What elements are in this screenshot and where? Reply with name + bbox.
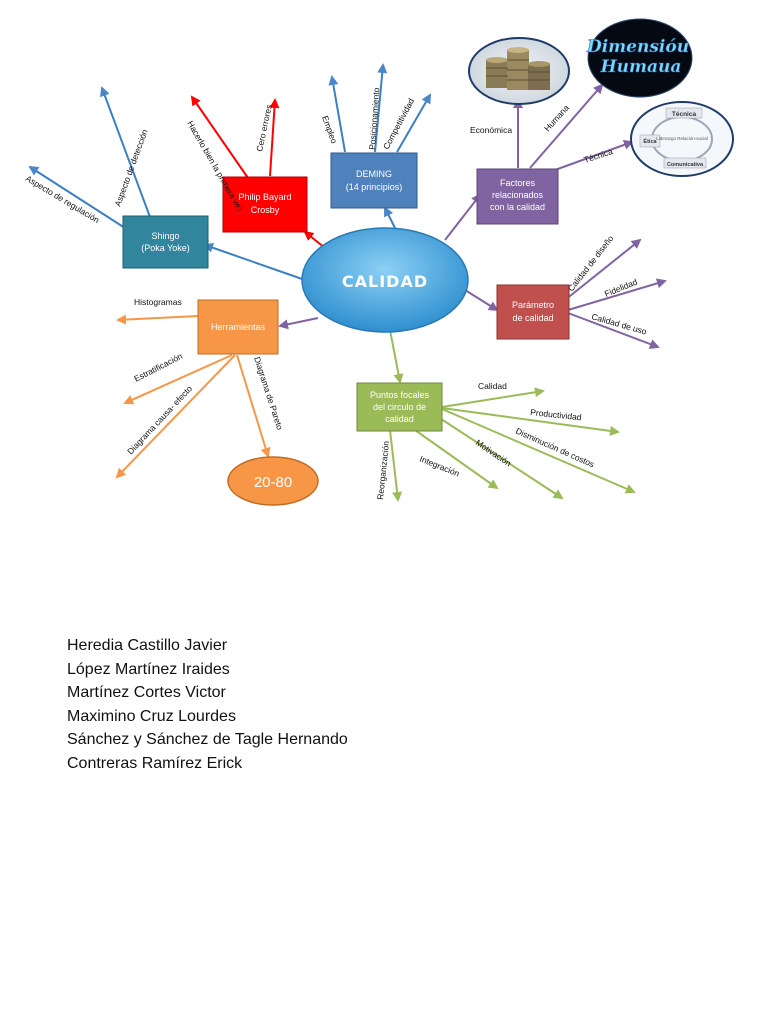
shingo-group: Shingo (Poka Yoke) Aspecto de regulación… bbox=[24, 86, 209, 269]
shingo-line-2: (Poka Yoke) bbox=[141, 243, 190, 253]
label-economica: Económica bbox=[470, 125, 512, 135]
deming-line-1: DEMING bbox=[356, 169, 392, 179]
label-cero-errores: Cero errores bbox=[254, 104, 274, 153]
factores-box bbox=[476, 168, 559, 225]
puntos-line-1: Puntos focales bbox=[370, 390, 430, 400]
label-humana: Humana bbox=[542, 103, 571, 134]
shingo-box bbox=[122, 215, 209, 269]
puntos-line-2: del circulo de bbox=[373, 402, 426, 412]
dimension-humana-text: Dimensióu Humaua bbox=[586, 37, 695, 77]
svg-text:Factores: Factores bbox=[500, 178, 536, 188]
parametro-line-2: de calidad bbox=[512, 313, 553, 323]
svg-text:Philip Bayard: Philip Bayard bbox=[238, 192, 291, 202]
crosby-line-2: Crosby bbox=[251, 205, 280, 215]
mind-map: Shingo (Poka Yoke) Aspecto de regulación… bbox=[24, 18, 734, 506]
svg-text:calidad: calidad bbox=[385, 414, 414, 424]
label-hacerlo-bien: Hacerlo bien la primera vez bbox=[185, 119, 245, 214]
crosby-line-1: Philip Bayard bbox=[238, 192, 291, 202]
parametro-group: Parámetro de calidad Calidad de diseño F… bbox=[496, 233, 667, 349]
svg-text:relacionados: relacionados bbox=[492, 190, 544, 200]
humana-word: Humaua bbox=[600, 57, 682, 77]
crosby-group: Philip Bayard Crosby Hacerlo bien la pri… bbox=[185, 95, 308, 233]
tecnica-img-label: Técnica bbox=[672, 111, 697, 118]
svg-text:del circulo de: del circulo de bbox=[373, 402, 426, 412]
label-diagrama-causa-efecto: Diagrama causa- efecto bbox=[125, 383, 194, 456]
label-empleo: Empleo bbox=[320, 114, 339, 145]
shingo-line-1: Shingo bbox=[151, 231, 179, 241]
author-name: López Martínez Iraides bbox=[67, 660, 230, 678]
deming-box bbox=[330, 152, 418, 209]
puntos-group: Puntos focales del circulo de calidad Ca… bbox=[356, 381, 636, 502]
center-node: CALIDAD bbox=[301, 227, 469, 333]
author-name: Maximino Cruz Lourdes bbox=[67, 707, 236, 725]
label-hacerlo-bien-text: Hacerlo bien la primera vez bbox=[185, 119, 245, 214]
factores-line-2: relacionados bbox=[492, 190, 544, 200]
svg-text:Shingo: Shingo bbox=[151, 231, 179, 241]
puntos-box bbox=[356, 382, 443, 432]
factores-line-3: con la calidad bbox=[490, 202, 545, 212]
herramientas-line-1: Herramientas bbox=[211, 322, 266, 332]
label-calidad: Calidad bbox=[478, 381, 507, 391]
svg-text:(14 principios): (14 principios) bbox=[346, 182, 403, 192]
comunicativa-img-label: Comunicativa bbox=[667, 162, 704, 168]
label-calidad-diseno: Calidad de diseño bbox=[566, 233, 616, 293]
parametro-line-1: Parámetro bbox=[512, 300, 554, 310]
label-histogramas: Histogramas bbox=[134, 297, 182, 307]
dimension-word: Dimensióu bbox=[586, 37, 689, 57]
svg-text:Puntos focales: Puntos focales bbox=[370, 390, 430, 400]
herramientas-box bbox=[197, 299, 279, 355]
label-fidelidad: Fidelidad bbox=[603, 277, 639, 299]
svg-text:DEMING: DEMING bbox=[356, 169, 392, 179]
center-connectors bbox=[203, 193, 499, 384]
crosby-box bbox=[222, 176, 308, 233]
authors-list: Heredia Castillo Javier López Martínez I… bbox=[67, 634, 348, 775]
svg-text:Parámetro: Parámetro bbox=[512, 300, 554, 310]
author-name: Contreras Ramírez Erick bbox=[67, 754, 243, 772]
coins-image bbox=[468, 37, 570, 105]
svg-text:de calidad: de calidad bbox=[512, 313, 553, 323]
label-reorganizacion: Reorganización bbox=[375, 440, 391, 500]
label-posicionamiento: Posicionamiento bbox=[367, 87, 381, 150]
svg-text:Herramientas: Herramientas bbox=[211, 322, 266, 332]
label-competitividad: Competitividad bbox=[381, 96, 416, 151]
puntos-line-3: calidad bbox=[385, 414, 414, 424]
parametro-box bbox=[496, 284, 570, 340]
deming-line-2: (14 principios) bbox=[346, 182, 403, 192]
author-name: Heredia Castillo Javier bbox=[67, 637, 228, 654]
label-aspecto-regulacion: Aspecto de regulación bbox=[24, 173, 101, 225]
factores-line-1: Factores bbox=[500, 178, 536, 188]
pareto-oval-label: 20-80 bbox=[254, 474, 292, 491]
herramientas-group: Herramientas Histogramas Estratificación… bbox=[115, 297, 319, 506]
label-aspecto-deteccion: Aspecto de detección bbox=[112, 128, 149, 208]
svg-text:Crosby: Crosby bbox=[251, 205, 280, 215]
center-label: CALIDAD bbox=[342, 272, 428, 291]
dimension-humana-image: Dimensióu Humaua bbox=[586, 18, 695, 98]
svg-text:(Poka Yoke): (Poka Yoke) bbox=[141, 243, 190, 253]
label-tecnica: Técnica bbox=[583, 146, 615, 165]
label-disminucion-costos: Disminución de costos bbox=[514, 426, 596, 470]
svg-text:con la calidad: con la calidad bbox=[490, 202, 545, 212]
etica-img-label: Ética bbox=[643, 137, 657, 145]
deming-group: DEMING (14 principios) Empleo Posicionam… bbox=[320, 63, 432, 209]
factores-group: Factores relacionados con la calidad Eco… bbox=[468, 18, 734, 225]
tecnica-diagram-image: Técnica Ética Comunicativa Liderazgo Rel… bbox=[630, 101, 734, 177]
liderazgo-img-label: Liderazgo Relación-social bbox=[656, 136, 708, 141]
author-name: Martínez Cortes Victor bbox=[67, 684, 226, 701]
pareto-oval bbox=[227, 456, 319, 506]
label-motivacion: Motivación bbox=[474, 437, 514, 468]
author-name: Sánchez y Sánchez de Tagle Hernando bbox=[67, 731, 348, 748]
